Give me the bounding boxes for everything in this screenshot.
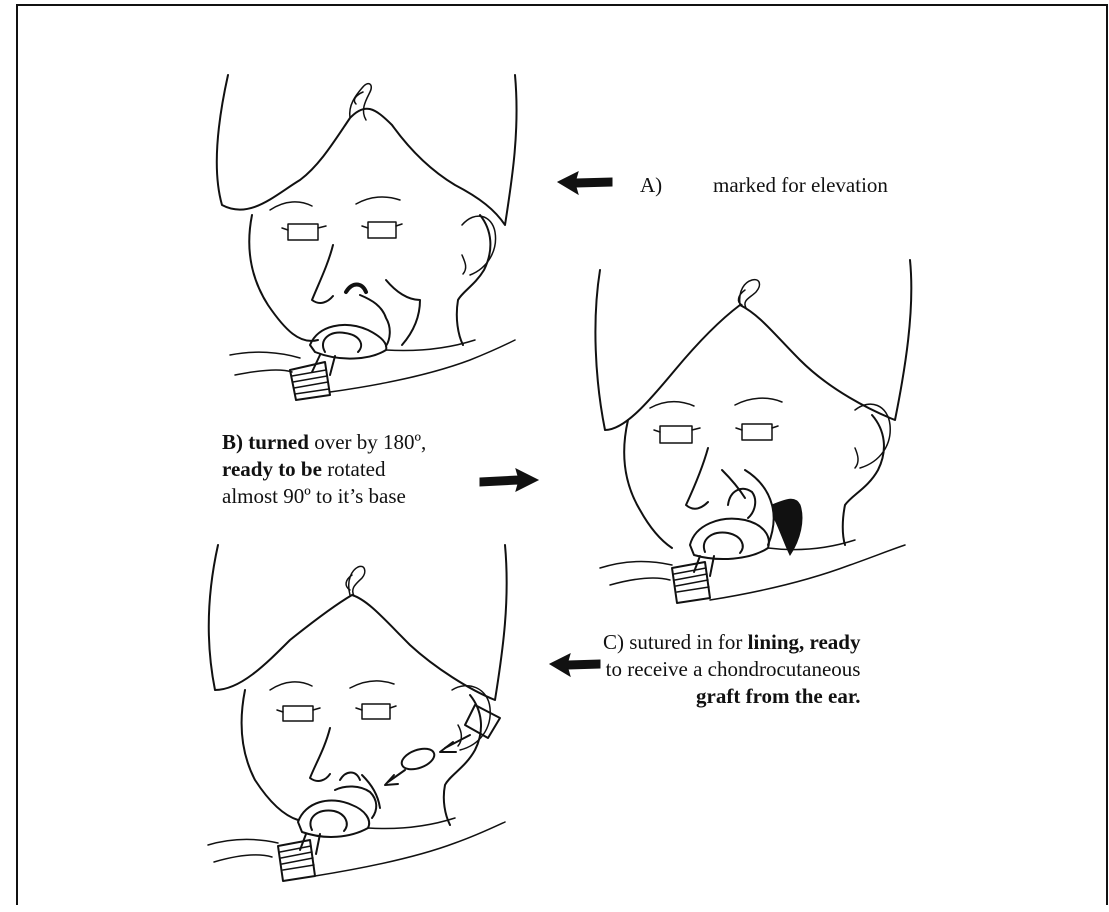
face-a-drawing	[217, 75, 517, 400]
label-c-line1-bold: lining, ready	[748, 630, 861, 654]
label-c-line1-start: C) sutured in for	[603, 630, 748, 654]
label-c-line3: graft from the ear.	[696, 684, 860, 708]
label-b-line1-bold: B) turned	[222, 430, 309, 454]
label-c-line2: to receive a chondrocutaneous	[603, 656, 860, 683]
arrow-b	[480, 469, 538, 491]
face-b-drawing	[595, 260, 911, 603]
label-c: C) sutured in for lining, ready to recei…	[603, 629, 860, 710]
arrow-c	[550, 654, 600, 676]
label-b-line2-rest: rotated	[322, 457, 386, 481]
label-b: B) turned over by 180º, ready to be rota…	[222, 429, 426, 510]
label-a-text: marked for elevation	[713, 172, 888, 199]
arrow-a	[558, 172, 612, 194]
label-b-line1-rest: over by 180º,	[309, 430, 426, 454]
label-b-line2-bold: ready to be	[222, 457, 322, 481]
face-c-drawing	[208, 545, 507, 881]
label-b-line3: almost 90º to it’s base	[222, 483, 426, 510]
label-a-letter: A)	[640, 172, 662, 199]
